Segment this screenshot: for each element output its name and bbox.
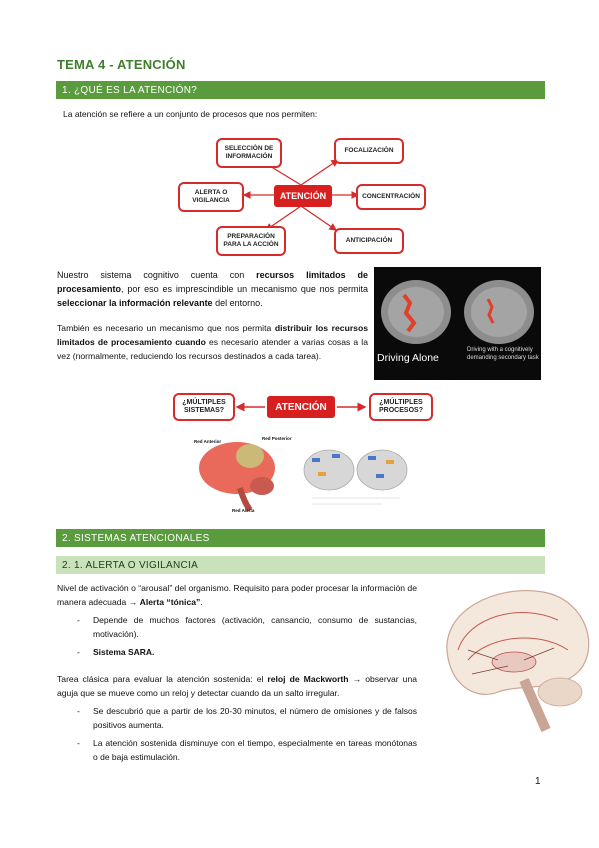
section-1-heading: 1. ¿QUÉ ES LA ATENCIÓN?: [56, 81, 545, 99]
bullet-disminuye: La atención sostenida disminuye con el t…: [57, 737, 417, 764]
page-number: 1: [535, 776, 541, 787]
section-1-intro: La atención se refiere a un conjunto de …: [63, 109, 318, 119]
attention-network-graphic: [303, 449, 408, 505]
systems-diagram-arrows: [235, 402, 367, 412]
section-1-paragraph-2: También es necesario un mecanismo que no…: [57, 323, 368, 361]
node-anticipacion: ANTICIPACIÓN: [334, 228, 404, 254]
label-red-alerta: Red Alerta: [232, 508, 255, 513]
systems-diagram: ¿MÚLTIPLES SISTEMAS? ATENCIÓN ¿MÚLTIPLES…: [173, 390, 433, 424]
brain-networks-graphic: [199, 442, 275, 512]
section-2-heading: 2. SISTEMAS ATENCIONALES: [56, 529, 545, 547]
brain-scan-right-caption: Driving with a cognitively demanding sec…: [467, 347, 539, 361]
node-concentracion: CONCENTRACIÓN: [356, 184, 426, 210]
brain-scan-image: Driving Alone Driving with a cognitively…: [374, 267, 541, 380]
section-2-paragraph-1: Nivel de activación o “arousal” del orga…: [57, 583, 417, 607]
section-2-paragraph-2: Tarea clásica para evaluar la atención s…: [57, 674, 417, 698]
brain-networks-illustration: Red Anterior Red Posterior Red Alerta: [192, 432, 292, 516]
bullet-sara: Sistema SARA.: [57, 646, 417, 660]
node-seleccion: SELECCIÓN DE INFORMACIÓN: [216, 138, 282, 168]
section-1-paragraph-1: Nuestro sistema cognitivo cuenta con rec…: [57, 270, 368, 308]
attention-diagram: ATENCIÓN SELECCIÓN DE INFORMACIÓN FOCALI…: [178, 130, 426, 258]
sagittal-brain-illustration: [428, 580, 598, 735]
label-red-posterior: Red Posterior: [262, 436, 292, 441]
subsection-2-1-heading: 2. 1. ALERTA O VIGILANCIA: [56, 556, 545, 574]
brain-scan-left-caption: Driving Alone: [377, 352, 439, 364]
sagittal-brain-graphic: [446, 590, 590, 733]
bullet-list-2: Se descubrió que a partir de los 20-30 m…: [57, 705, 417, 769]
node-multiples-procesos: ¿MÚLTIPLES PROCESOS?: [369, 393, 433, 421]
node-preparacion: PREPARACIÓN PARA LA ACCIÓN: [216, 226, 286, 256]
bullet-factores: Depende de muchos factores (activación, …: [57, 614, 417, 641]
attention-network-brains: [302, 440, 410, 514]
diagram2-center: ATENCIÓN: [267, 396, 335, 418]
page-title: TEMA 4 - ATENCIÓN: [57, 57, 186, 72]
brain-scan-graphic: [381, 280, 534, 344]
label-red-anterior: Red Anterior: [194, 439, 222, 444]
diagram-center: ATENCIÓN: [274, 185, 332, 207]
node-multiples-sistemas: ¿MÚLTIPLES SISTEMAS?: [173, 393, 235, 421]
bullet-list-1: Depende de muchos factores (activación, …: [57, 614, 417, 665]
bullet-omisiones: Se descubrió que a partir de los 20-30 m…: [57, 705, 417, 732]
node-focalizacion: FOCALIZACIÓN: [334, 138, 404, 164]
node-alerta: ALERTA O VIGILANCIA: [178, 182, 244, 212]
